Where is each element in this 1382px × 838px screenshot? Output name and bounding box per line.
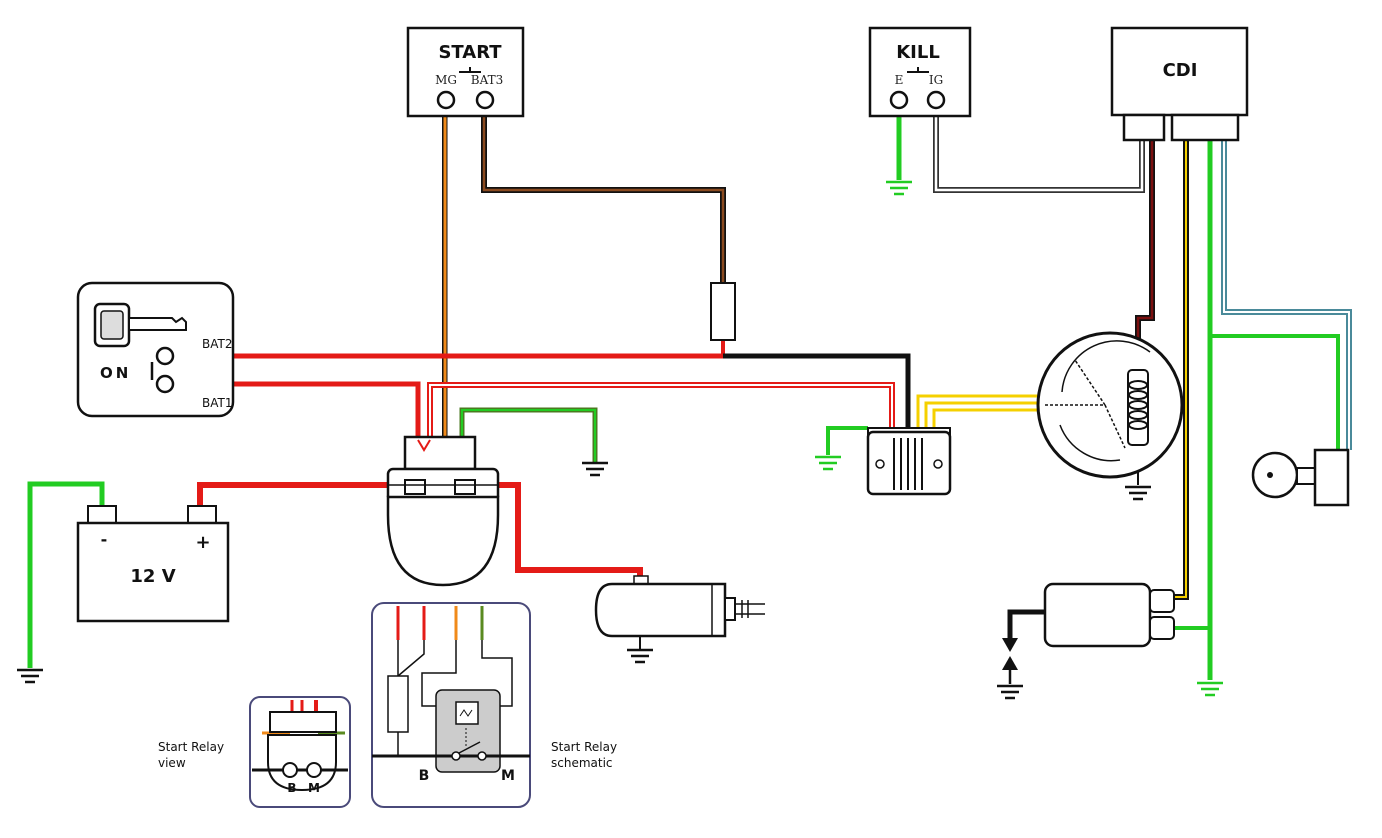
ground-symbol-cdi	[1195, 681, 1225, 697]
schematic-fuse	[387, 675, 409, 733]
wire-battery-negative	[27, 481, 105, 668]
wire-regulator-green	[826, 426, 868, 455]
ground-symbol-regulator	[813, 455, 843, 471]
starter-motor	[594, 575, 765, 650]
horn	[1251, 448, 1350, 507]
ignition-terminal-bat2: BAT2	[202, 337, 232, 351]
cdi-connector-large	[1170, 113, 1240, 142]
start-relay	[386, 435, 500, 587]
wire-starter-red	[465, 482, 643, 582]
stator-flywheel	[1036, 331, 1184, 479]
wire-stator-yellow	[916, 394, 1045, 428]
regulator-rectifier	[866, 427, 952, 496]
relay-view-inset: B M	[249, 696, 351, 808]
wire-cdi-blue-white	[1221, 140, 1352, 450]
kill-terminal-ig: IG	[929, 73, 943, 87]
kill-switch-title: KILL	[896, 42, 940, 63]
wire-start-mg-orange	[442, 102, 449, 440]
relay-schematic-caption-line1: Start Relay	[551, 740, 617, 754]
wire-battery-positive	[197, 482, 415, 505]
pickup-coil	[1127, 369, 1149, 446]
wire-relay-green-ground	[459, 407, 598, 462]
ignition-switch: BAT2 BAT1 ON	[76, 281, 235, 418]
relay-schematic-label-b: B	[419, 768, 430, 784]
ignition-state-label: ON	[100, 364, 131, 382]
battery-voltage-label: 12 V	[130, 566, 175, 587]
relay-view-label-m: M	[308, 781, 320, 795]
ground-symbol-battery	[15, 668, 45, 684]
relay-view-label-b: B	[287, 781, 296, 795]
relay-schematic-label-m: M	[501, 768, 515, 784]
wire-bat1-red	[175, 381, 421, 447]
kill-terminal-e: E	[895, 73, 904, 87]
start-switch: START MG BAT3	[406, 26, 525, 118]
fuse	[710, 282, 736, 341]
battery-positive-label: +	[195, 532, 210, 553]
wire-kill-black-white	[933, 104, 1145, 193]
cdi-title: CDI	[1163, 60, 1198, 81]
ground-symbol-relay	[580, 461, 610, 477]
ignition-coil	[1002, 582, 1175, 684]
wire-horn-green	[1210, 334, 1340, 450]
battery: - + 12 V	[76, 505, 230, 623]
relay-schematic-caption-line2: schematic	[551, 756, 613, 770]
wire-black-regulator	[723, 353, 911, 428]
start-terminal-mg: MG	[435, 73, 457, 87]
ground-symbol-starter	[625, 648, 655, 664]
relay-view-caption-line2: view	[158, 756, 186, 770]
wire-cdi-coil	[1172, 140, 1189, 600]
relay-schematic-inset: B M	[371, 602, 531, 808]
ignition-terminal-bat1: BAT1	[202, 396, 232, 410]
ground-symbol-pickup	[1123, 485, 1153, 501]
kill-switch: KILL E IG	[868, 26, 972, 118]
wire-red-white	[427, 382, 895, 447]
battery-negative-label: -	[101, 530, 108, 549]
ground-symbol-kill	[884, 180, 914, 196]
start-terminal-bat3: BAT3	[471, 73, 503, 87]
key-icon	[93, 302, 187, 348]
start-switch-title: START	[438, 42, 502, 63]
ground-symbol-spark-plug	[995, 684, 1025, 700]
relay-view-caption-line1: Start Relay	[158, 740, 224, 754]
cdi-unit: CDI	[1110, 26, 1249, 142]
cdi-connector-small	[1122, 113, 1166, 142]
wire-start-bat3-brown	[481, 102, 726, 285]
